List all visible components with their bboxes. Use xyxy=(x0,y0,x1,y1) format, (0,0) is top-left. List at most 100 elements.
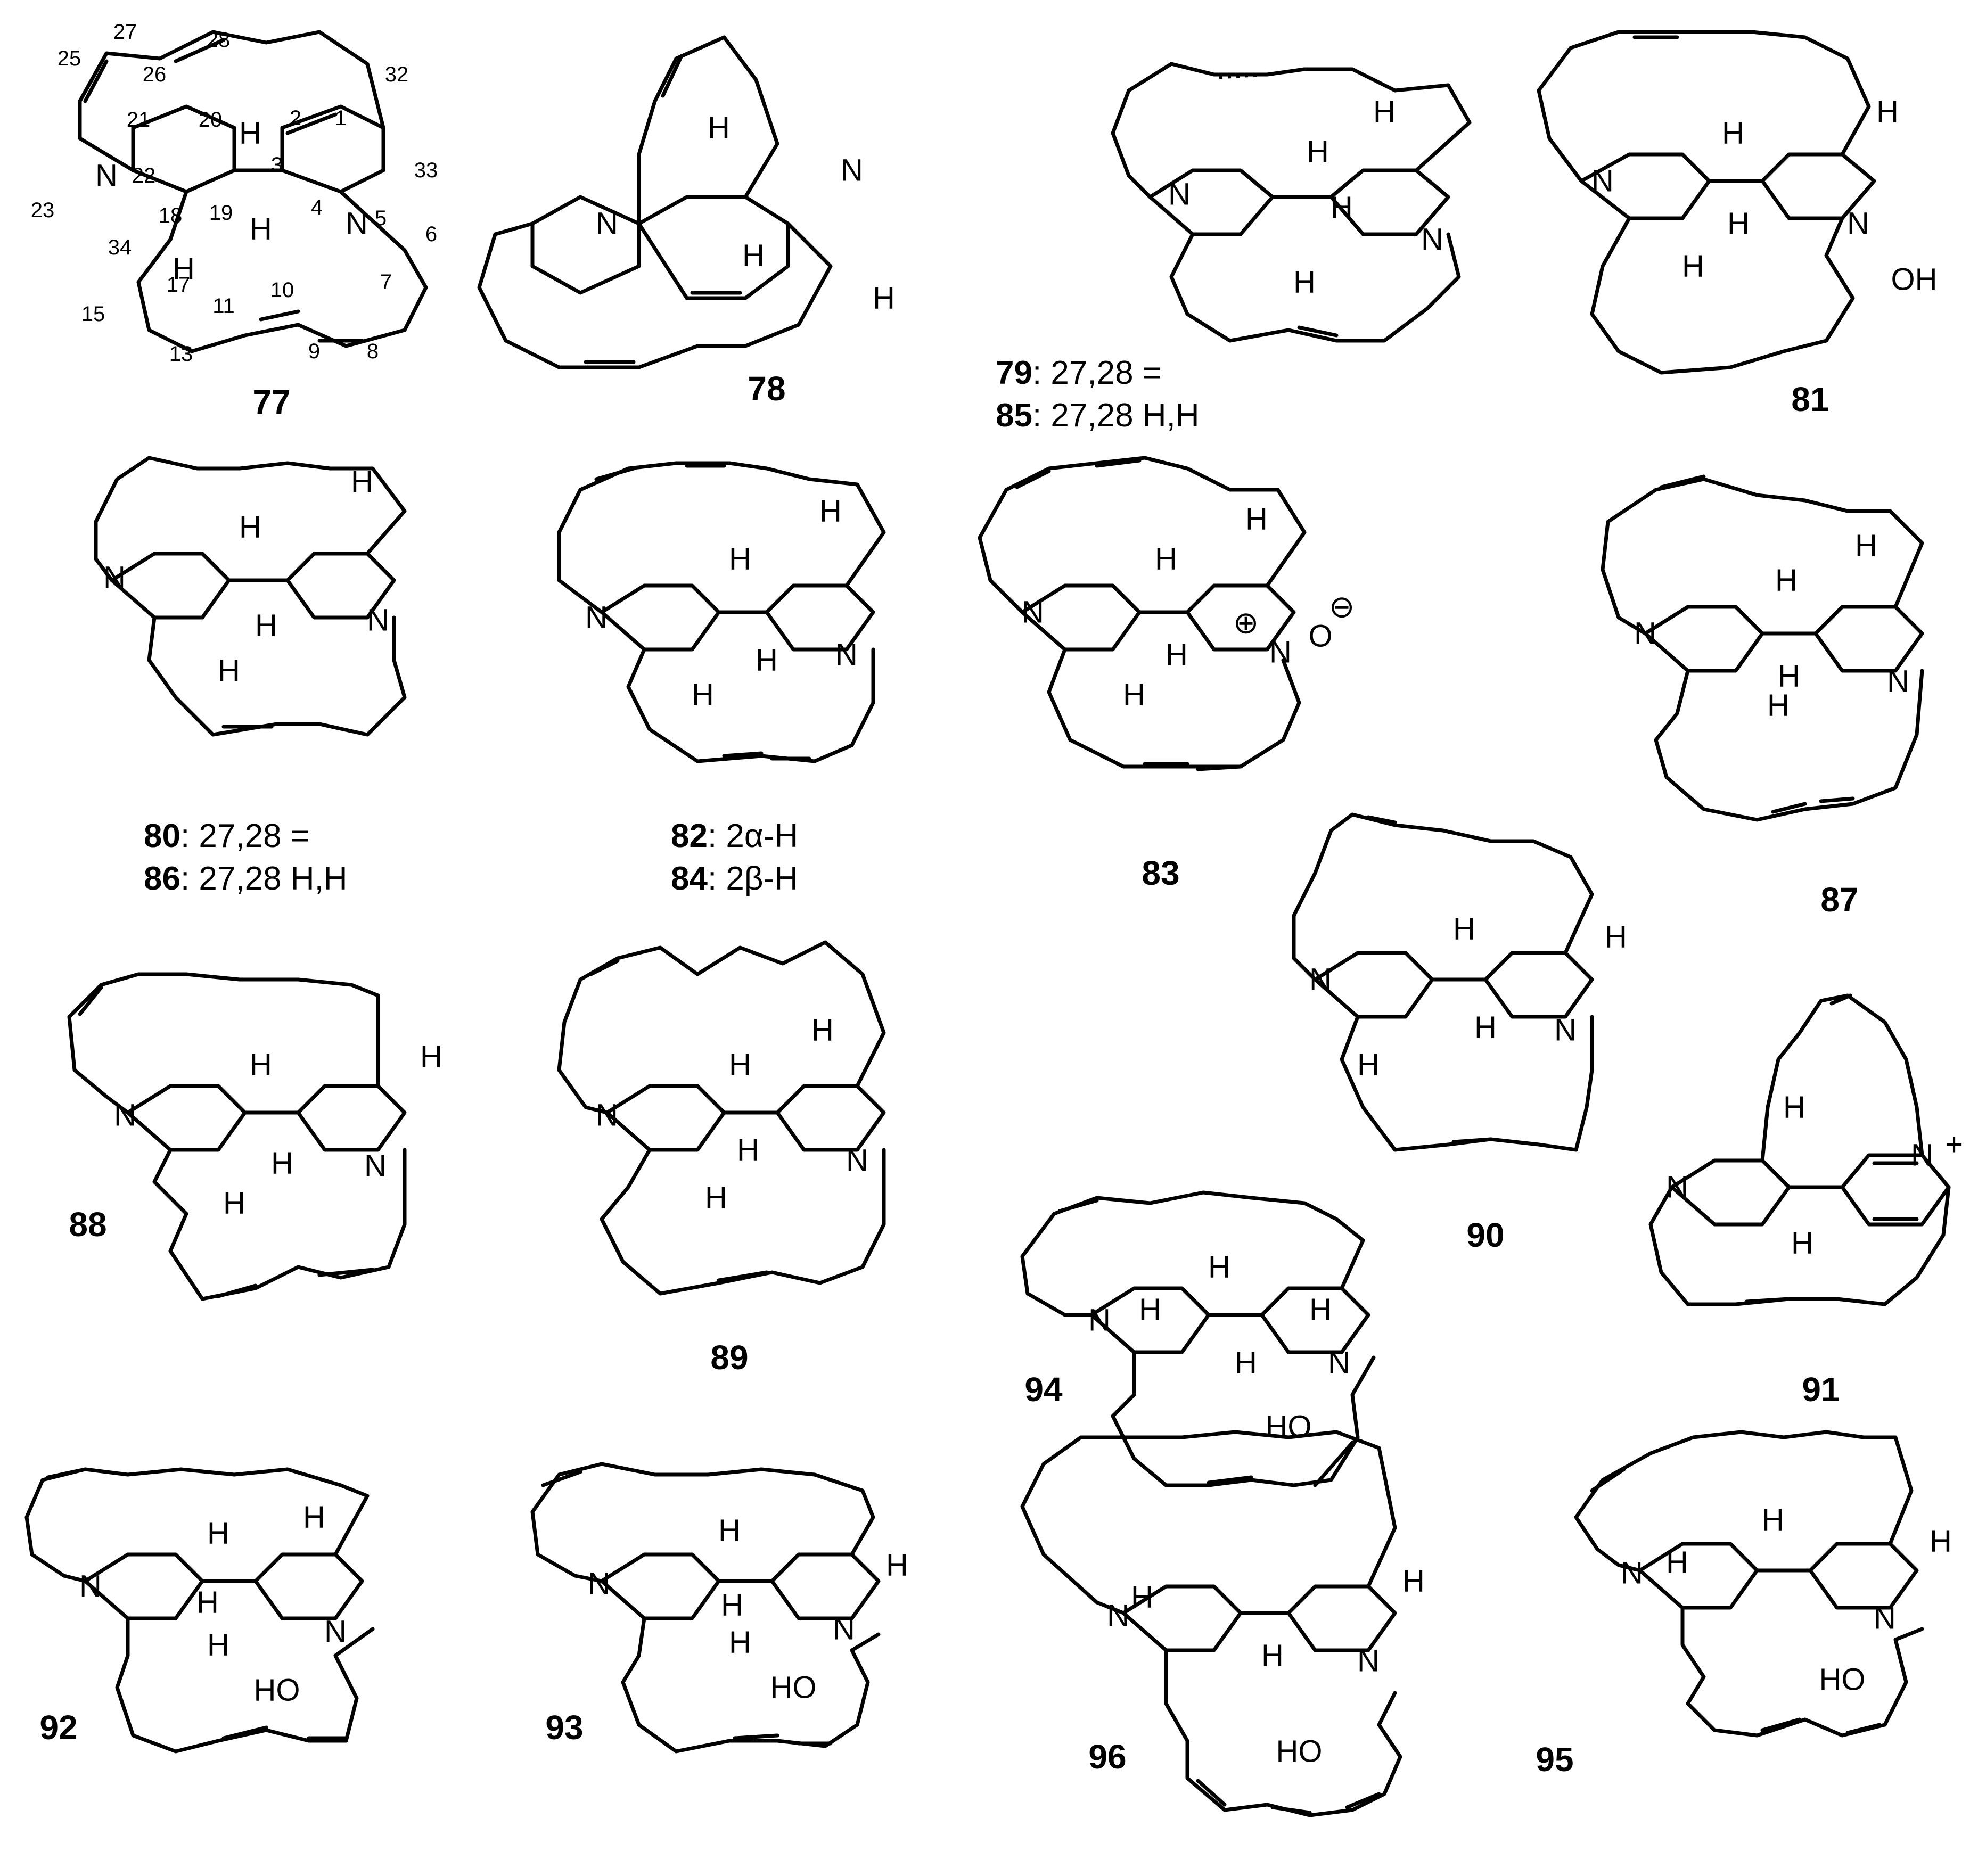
compound-label-78: 78 xyxy=(748,369,785,408)
atom-H-92a: H xyxy=(207,1516,229,1551)
atom-H-87d: H xyxy=(1767,688,1790,723)
atom-N-93b: N xyxy=(833,1612,855,1647)
compound-label-83: 83 xyxy=(1142,854,1179,892)
atom-N5: N xyxy=(346,207,368,241)
atom-H-80c: H xyxy=(255,608,277,643)
atom-H-83b: H xyxy=(1245,502,1268,537)
atom-H-87b: H xyxy=(1855,529,1877,563)
atom-H-82d: H xyxy=(692,678,714,712)
atom-HO-93: HO xyxy=(770,1671,817,1705)
atom-H-79b: H xyxy=(1373,95,1396,129)
atom-N-96a: N xyxy=(1107,1599,1129,1633)
atom-N-79b: N xyxy=(1421,223,1443,257)
atom-N-95b: N xyxy=(1874,1601,1896,1636)
atom-H-78c: H xyxy=(873,281,895,316)
atom-N-87a: N xyxy=(1634,616,1656,651)
locant-25: 25 xyxy=(58,47,81,70)
atom-H-C3: H xyxy=(250,212,272,246)
compound-label-88: 88 xyxy=(69,1205,106,1244)
note-85: : 27,28 H,H xyxy=(1032,397,1200,434)
atom-N-90b: N xyxy=(1554,1013,1577,1048)
note-86: : 27,28 H,H xyxy=(180,860,348,897)
atom-H-92c: H xyxy=(196,1585,219,1620)
atom-H-95b: H xyxy=(1930,1524,1952,1559)
atom-N-89a: N xyxy=(596,1098,618,1133)
atom-H-81d: H xyxy=(1682,249,1704,284)
atom-HO-96: HO xyxy=(1276,1734,1323,1769)
locant-1: 1 xyxy=(335,106,347,130)
atom-H-81a: H xyxy=(1722,116,1744,151)
locant-32: 32 xyxy=(385,63,409,86)
atom-H-80a: H xyxy=(239,510,261,545)
atom-H-90b: H xyxy=(1605,920,1627,955)
atom-N-80a: N xyxy=(103,561,126,595)
note-82: : 2α-H xyxy=(708,818,798,854)
compound-label-87: 87 xyxy=(1820,881,1858,919)
atom-H-80b: H xyxy=(351,465,373,499)
compound-95-structure xyxy=(1574,1430,1924,1738)
atom-N-80b: N xyxy=(367,603,389,638)
atom-H-83c: H xyxy=(1166,638,1188,672)
atom-H-C18: H xyxy=(173,252,195,286)
atom-H-92d: H xyxy=(207,1628,229,1663)
atom-N-88b: N xyxy=(364,1149,387,1183)
atom-H-95c: H xyxy=(1666,1545,1688,1580)
locant-10: 10 xyxy=(270,278,294,302)
atom-N-78b: N xyxy=(841,153,863,188)
atom-N-94b: N xyxy=(1328,1346,1350,1380)
atom-H-79c: H xyxy=(1331,191,1353,225)
compound-93-structure xyxy=(530,1462,881,1754)
atom-H-83d: H xyxy=(1123,678,1145,712)
compound-80-structure xyxy=(94,456,407,737)
atom-H-83a: H xyxy=(1155,542,1177,577)
locant-5: 5 xyxy=(375,207,387,230)
compound-label-84: 84 xyxy=(671,860,708,897)
locant-9: 9 xyxy=(308,340,320,363)
atom-H-89c: H xyxy=(737,1133,759,1167)
compound-79-structure xyxy=(1111,62,1472,343)
locant-21: 21 xyxy=(127,108,151,131)
atom-N-83a: N xyxy=(1022,595,1044,630)
atom-N-88a: N xyxy=(114,1098,136,1133)
atom-H-96b: H xyxy=(1402,1564,1425,1599)
atom-H-91b: H xyxy=(1791,1226,1813,1261)
compound-label-90: 90 xyxy=(1466,1216,1504,1254)
atom-N22: N xyxy=(95,159,118,193)
locant-11: 11 xyxy=(212,294,235,318)
atom-N-90a: N xyxy=(1309,962,1332,997)
compound-90-structure xyxy=(1292,812,1594,1152)
compound-label-95: 95 xyxy=(1536,1740,1573,1779)
compound-label-86: 86 xyxy=(144,860,180,897)
atom-H-89a: H xyxy=(729,1048,751,1082)
atom-H-93b: H xyxy=(886,1548,908,1583)
note-80: : 27,28 = xyxy=(180,818,310,854)
atom-N-91b: N xyxy=(1911,1138,1933,1173)
locant-22: 22 xyxy=(132,164,156,187)
locant-17: 17 xyxy=(167,273,191,297)
atom-N-79a: N xyxy=(1168,177,1191,212)
atom-H-89b: H xyxy=(811,1013,834,1048)
note-79-85: 79: 27,28 = xyxy=(996,355,1162,391)
compound-82-structure xyxy=(557,461,886,763)
atom-N-plus-83: ⊕ xyxy=(1233,606,1259,640)
atom-H-87a: H xyxy=(1775,563,1798,598)
locant-13: 13 xyxy=(169,342,193,366)
locant-34: 34 xyxy=(108,236,132,259)
atom-N-91a: N xyxy=(1666,1170,1688,1205)
compound-label-93: 93 xyxy=(545,1708,583,1747)
atom-H-81b: H xyxy=(1876,95,1899,129)
compound-label-89: 89 xyxy=(710,1338,748,1377)
compound-label-85: 85 xyxy=(996,397,1032,434)
atom-H-81c: H xyxy=(1727,207,1750,241)
atom-N-96b: N xyxy=(1357,1644,1380,1678)
note-82-line: 82: 2α-H xyxy=(671,818,798,854)
atom-H-90a: H xyxy=(1453,912,1475,947)
atom-H-82b: H xyxy=(819,494,842,529)
atom-N-81b: N xyxy=(1847,207,1869,241)
atom-N-94a: N xyxy=(1088,1303,1111,1338)
note-84: : 2β-H xyxy=(708,860,798,897)
compound-label-82: 82 xyxy=(671,818,708,854)
note-84-line: 84: 2β-H xyxy=(671,860,798,897)
locant-27: 27 xyxy=(113,20,137,44)
locant-28: 28 xyxy=(207,28,231,52)
